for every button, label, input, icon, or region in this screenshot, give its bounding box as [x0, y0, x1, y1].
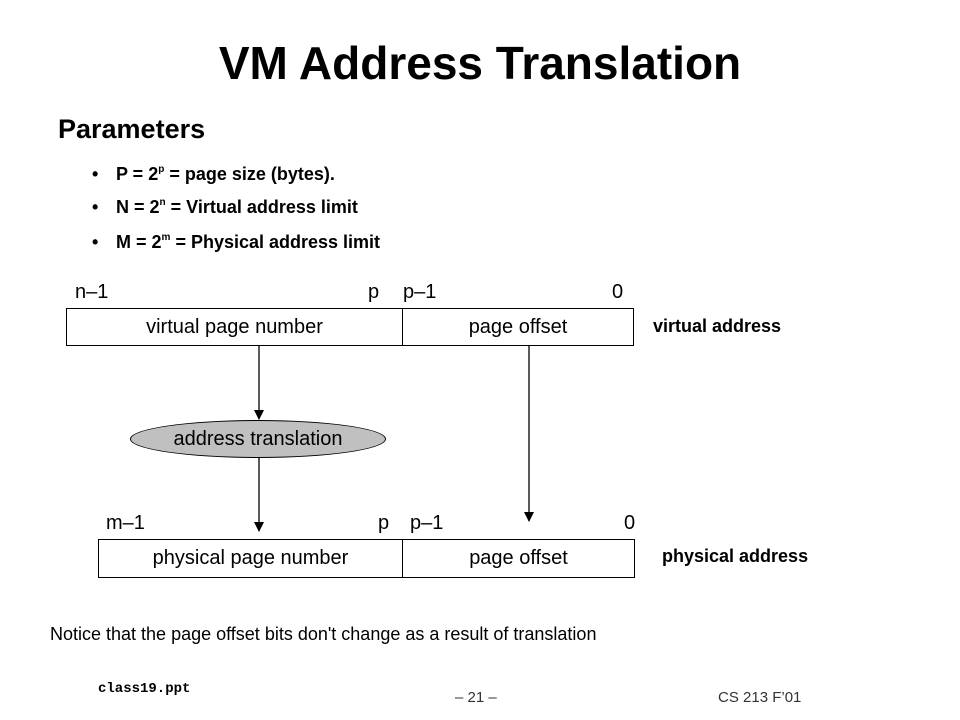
virtual-bit-high-label: n–1 [75, 281, 109, 303]
bullet-exponent: m [161, 232, 171, 243]
bullet-exponent: p [158, 164, 165, 175]
notice-text: Notice that the page offset bits don't c… [50, 624, 597, 644]
physical-bit-zero-label: 0 [624, 512, 636, 534]
footer-course: CS 213 F’01 [718, 689, 802, 706]
physical-bit-p-label: p [378, 512, 390, 534]
physical-address-label: physical address [662, 546, 809, 566]
bullet-text: = Physical address limit [170, 232, 381, 252]
bullet-exponent: n [159, 197, 166, 208]
bullet-page-size: • P = 2p = page size (bytes). [92, 164, 335, 185]
physical-bit-high-label: m–1 [106, 512, 145, 534]
virtual-address-label: virtual address [653, 316, 782, 336]
virtual-page-offset-box: page offset [402, 308, 634, 346]
vpn-to-translation-arrowhead [254, 410, 264, 420]
bullet-dot: • [92, 197, 99, 217]
virtual-bit-zero-label: 0 [612, 281, 624, 303]
virtual-bit-p-label: p [368, 281, 380, 303]
bullet-virtual-limit: • N = 2n = Virtual address limit [92, 197, 358, 218]
bullet-text: P = 2 [116, 164, 159, 184]
bullet-text: = page size (bytes). [164, 164, 335, 184]
virtual-bit-p-minus-1-label: p–1 [403, 281, 437, 303]
virtual-page-number-box: virtual page number [66, 308, 403, 346]
bullet-dot: • [92, 164, 99, 184]
bullet-text: N = 2 [116, 197, 160, 217]
parameters-heading: Parameters [58, 114, 206, 144]
bullet-text: M = 2 [116, 232, 162, 252]
footer-filename: class19.ppt [98, 681, 191, 697]
footer-page-number: – 21 – [455, 689, 497, 706]
bullet-physical-limit: • M = 2m = Physical address limit [92, 232, 380, 253]
physical-page-offset-box: page offset [402, 539, 635, 578]
physical-bit-p-minus-1-label: p–1 [410, 512, 444, 534]
bullet-dot: • [92, 232, 99, 252]
slide-title: VM Address Translation [218, 37, 742, 89]
offset-copy-arrowhead [524, 512, 534, 522]
translation-to-ppn-arrowhead [254, 522, 264, 532]
bullet-text: = Virtual address limit [165, 197, 358, 217]
physical-page-number-box: physical page number [98, 539, 403, 578]
address-translation-oval: address translation [130, 420, 386, 458]
